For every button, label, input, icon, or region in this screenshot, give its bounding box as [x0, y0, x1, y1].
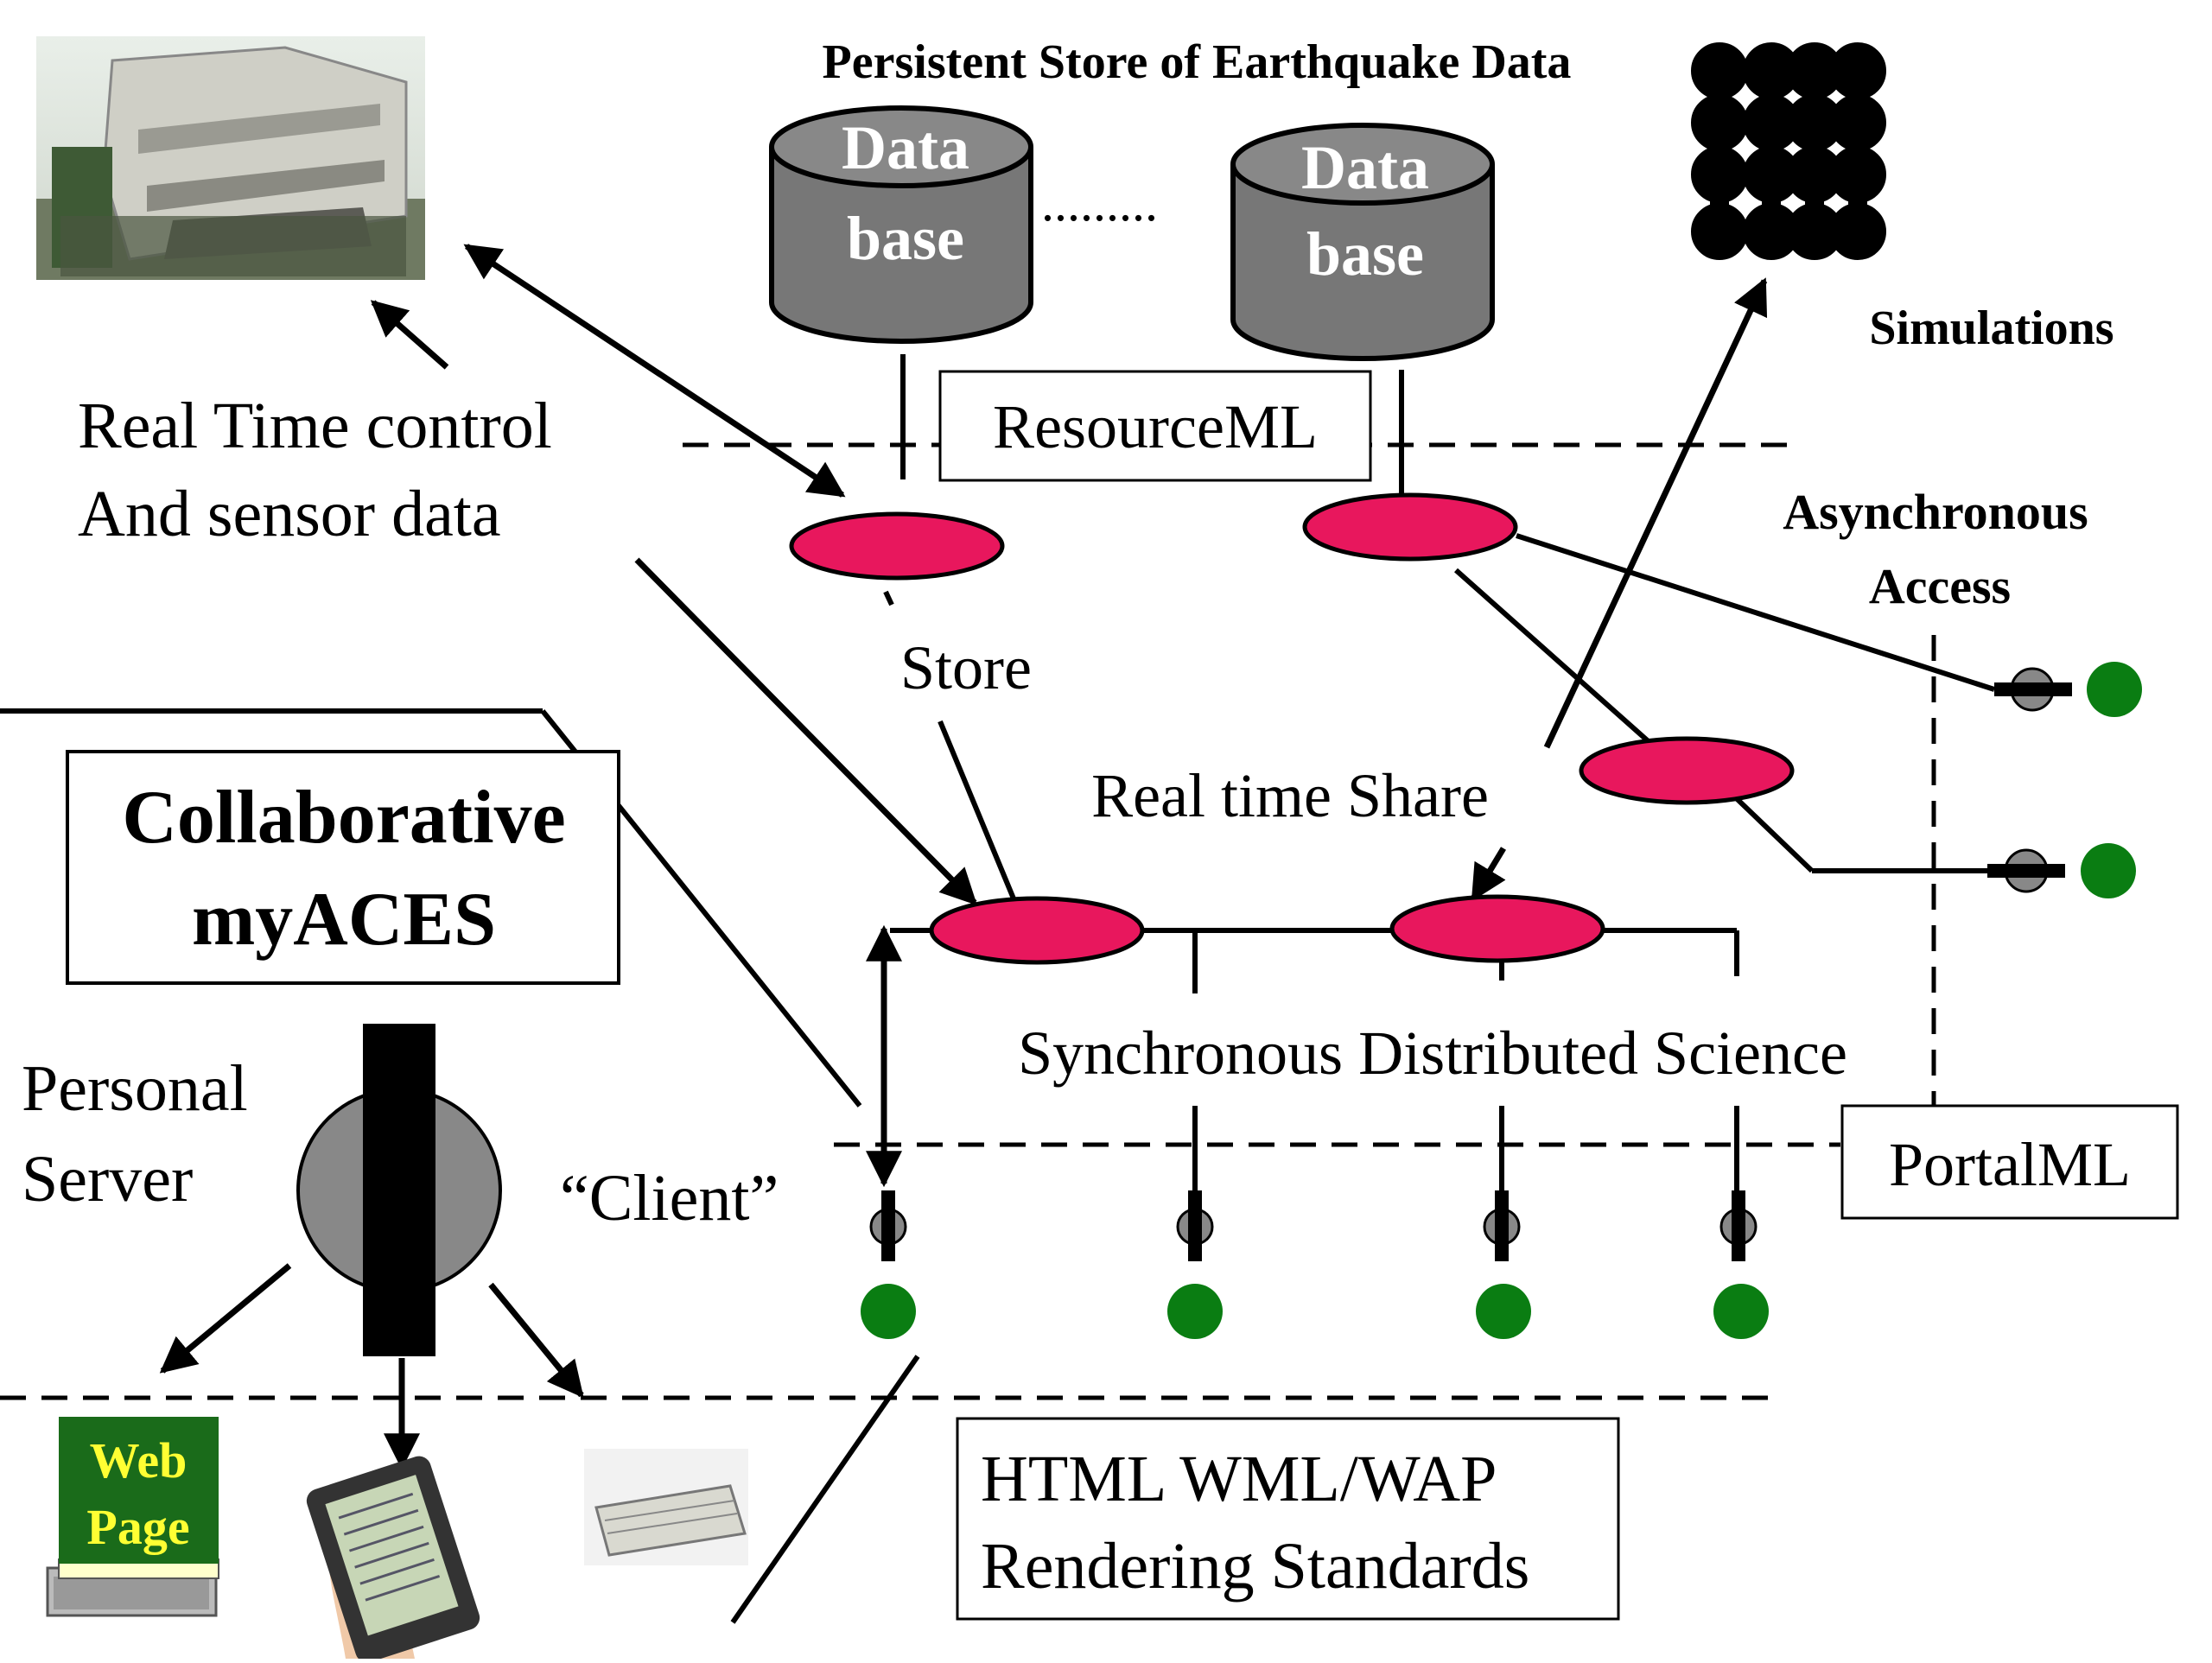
handheld-pda-icon [306, 1456, 480, 1663]
simulations-label: Simulations [1869, 301, 2113, 355]
async-access-label-line2: Access [1869, 558, 2011, 614]
async-connectors [1987, 662, 2142, 898]
store-label: Store [900, 633, 1032, 702]
realtime-control-label-line2: And sensor data [78, 478, 501, 550]
resource-node-2 [1302, 492, 1518, 562]
realtime-control-label-line1: Real Time control [78, 390, 552, 462]
rendering-label-line1: HTML WML/WAP [981, 1443, 1497, 1515]
client-node-1 [861, 1284, 916, 1339]
store-node [789, 511, 1005, 581]
collaborative-label-line1: Collaborative [122, 776, 565, 860]
portalml-box: PortalML [1840, 1104, 2179, 1220]
async-connector-2 [1987, 843, 2136, 898]
async-node [1579, 736, 1795, 805]
async-client-node-1 [2087, 662, 2142, 717]
async-client-node-2 [2081, 843, 2136, 898]
client-connector-4 [1713, 1190, 1769, 1339]
web-page-label-line2: Page [86, 1499, 189, 1555]
client-node-3 [1476, 1284, 1531, 1339]
async-access-label-line1: Asynchronous [1783, 484, 2088, 540]
async-connector-1 [1994, 662, 2142, 717]
database-ellipsis: ......... [1041, 175, 1158, 232]
arrows [159, 244, 1768, 1470]
client-connector-1 [861, 1190, 916, 1339]
database-1: Data base [769, 105, 1033, 344]
database-2-label-line1: Data [1301, 133, 1429, 202]
client-connector-2 [1167, 1190, 1223, 1339]
collapsed-building-photo-icon [36, 36, 425, 280]
portalml-label: PortalML [1889, 1130, 2131, 1199]
database-2-label-line2: base [1306, 219, 1424, 289]
collaborative-label-line2: myACES [192, 878, 496, 962]
personal-server-label-line2: Server [22, 1143, 193, 1216]
sync-node-2 [1389, 894, 1605, 963]
web-page-label-line1: Web [90, 1432, 188, 1488]
realtime-share-label: Real time Share [1091, 761, 1489, 830]
resourceml-label: ResourceML [993, 392, 1318, 461]
personal-server-label-line1: Personal [22, 1052, 248, 1125]
sync-science-label: Synchronous Distributed Science [1018, 1019, 1847, 1088]
database-2: Data base [1230, 123, 1495, 361]
database-1-label-line1: Data [842, 113, 969, 182]
rendering-standards-box: HTML WML/WAP Rendering Standards [956, 1417, 1620, 1621]
collaborative-myaces-box: Collaborative myACES [66, 750, 620, 985]
personal-server-icon [296, 1024, 502, 1356]
keyboard-icon [584, 1449, 748, 1565]
resourceml-box: ResourceML [938, 370, 1372, 482]
client-node-2 [1167, 1284, 1223, 1339]
web-page-icon: Web Page [46, 1417, 219, 1617]
database-1-label-line2: base [847, 204, 964, 273]
page-title: Persistent Store of Earthquake Data [823, 35, 1572, 89]
sync-node-1 [929, 896, 1145, 965]
rendering-label-line2: Rendering Standards [981, 1530, 1529, 1603]
client-connector-3 [1476, 1190, 1531, 1339]
pink-nodes [789, 492, 1795, 965]
client-node-4 [1713, 1284, 1769, 1339]
client-label: “Client” [560, 1162, 779, 1235]
client-connectors [861, 1190, 1769, 1339]
simulation-grid-icon [1691, 42, 1886, 260]
